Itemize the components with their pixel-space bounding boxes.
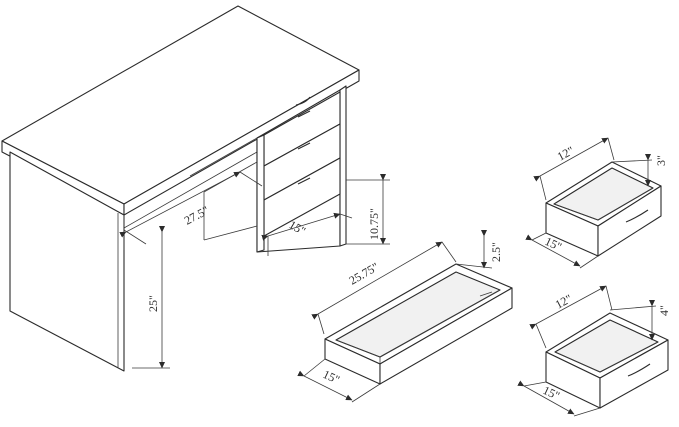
small-drawer-top-width-label: 12"	[555, 143, 577, 163]
handle-icon	[297, 110, 311, 118]
long-drawer-side	[379, 287, 513, 385]
long-drawer-depth-label: 15"	[321, 367, 342, 387]
small-drawer-top-height-label: 3"	[654, 155, 668, 166]
desk-width-label: 27.5"	[182, 203, 212, 228]
small-drawer-top-depth-label: 15"	[543, 234, 564, 254]
handle-icon	[627, 363, 651, 377]
desk-height-label: 25"	[146, 295, 160, 312]
small-drawer-top: 12" 3" 15"	[525, 137, 668, 269]
small-drawer-bottom-depth-label: 15"	[541, 383, 562, 403]
width-dimension-line	[119, 171, 241, 238]
handle-icon	[625, 209, 649, 223]
desk	[1, 5, 360, 372]
small-drawer-bottom-height-label: 4"	[657, 305, 671, 316]
long-drawer: 25.75" 2.5" 15"	[297, 230, 513, 403]
cabinet-height-label: 10.75"	[367, 208, 381, 240]
small-drawer-bottom: 12" 4" 15"	[517, 285, 671, 417]
desk-left-panel	[9, 151, 125, 372]
long-drawer-height-label: 2.5"	[489, 242, 503, 262]
handle-icon	[297, 177, 311, 185]
small-drawer-bottom-width-label: 12"	[553, 291, 575, 311]
handle-icon	[297, 142, 311, 150]
small-drawer-bottom-front	[599, 339, 669, 409]
long-drawer-length-label: 25.75"	[347, 259, 382, 287]
